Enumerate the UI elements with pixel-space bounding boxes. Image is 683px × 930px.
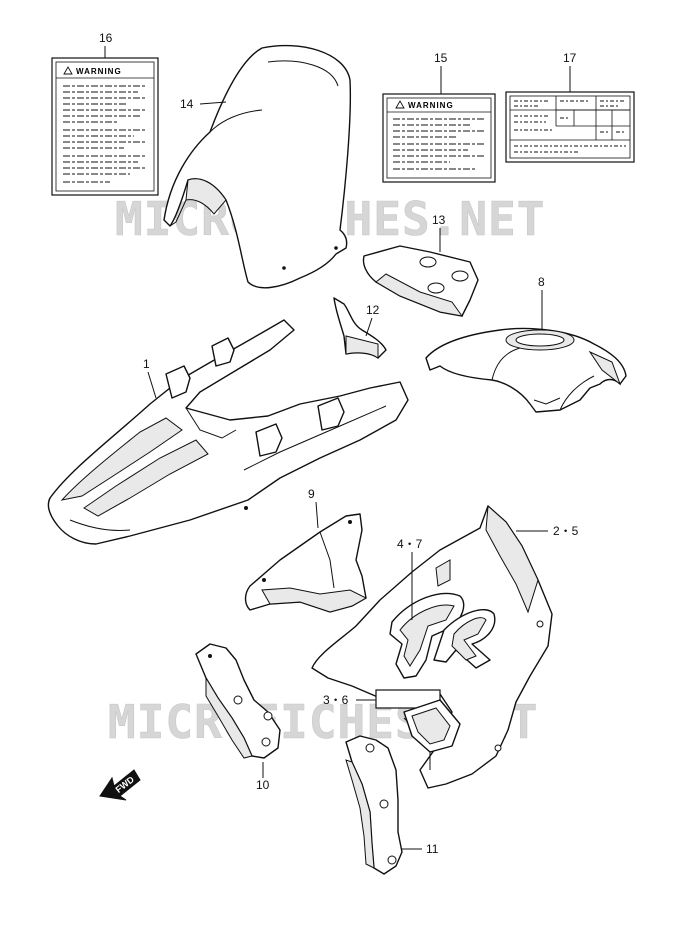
callout-12: 12: [366, 303, 380, 317]
inner-cover-10[interactable]: [195, 643, 281, 759]
warning-title-15: WARNING: [408, 101, 454, 110]
tank-cover-8[interactable]: [425, 327, 627, 413]
callout-1: 1: [143, 357, 150, 371]
side-cowling-2-5[interactable]: [311, 504, 553, 789]
warning-label-15[interactable]: WARNING: [382, 93, 496, 183]
label-text-lines-16: [63, 85, 146, 183]
inner-panel-9[interactable]: [244, 513, 368, 613]
callout-9: 9: [308, 487, 315, 501]
callout-3-6: 3・6: [323, 693, 349, 707]
callout-2-5: 2・5: [553, 524, 579, 538]
stripe-decal-3-6[interactable]: [375, 689, 461, 753]
front-fender-14[interactable]: [163, 44, 352, 289]
callout-11: 11: [426, 842, 439, 856]
warning-title-16: WARNING: [76, 67, 122, 76]
fwd-arrow-icon: FWD: [99, 769, 141, 801]
callout-17: 17: [563, 51, 577, 65]
emblem-decal-4-7[interactable]: [389, 592, 496, 679]
label-text-lines-15: [393, 118, 484, 170]
info-label-grid: [510, 96, 630, 141]
callout-4-7: 4・7: [397, 537, 423, 551]
seat-tail-cowl-1[interactable]: [47, 319, 409, 545]
bracket-12[interactable]: [333, 297, 387, 359]
callout-16: 16: [99, 31, 113, 45]
callout-14: 14: [180, 97, 194, 111]
warning-triangle-icon: [63, 66, 73, 75]
callout-8: 8: [538, 275, 545, 289]
callout-15: 15: [434, 51, 448, 65]
bracket-cover-13[interactable]: [362, 245, 479, 317]
lower-panel-11[interactable]: [345, 735, 403, 875]
callout-13: 13: [432, 213, 446, 227]
callout-10: 10: [256, 778, 270, 792]
warning-triangle-icon: [395, 100, 405, 109]
info-label-17[interactable]: [505, 91, 635, 163]
warning-label-16[interactable]: WARNING: [51, 57, 159, 196]
